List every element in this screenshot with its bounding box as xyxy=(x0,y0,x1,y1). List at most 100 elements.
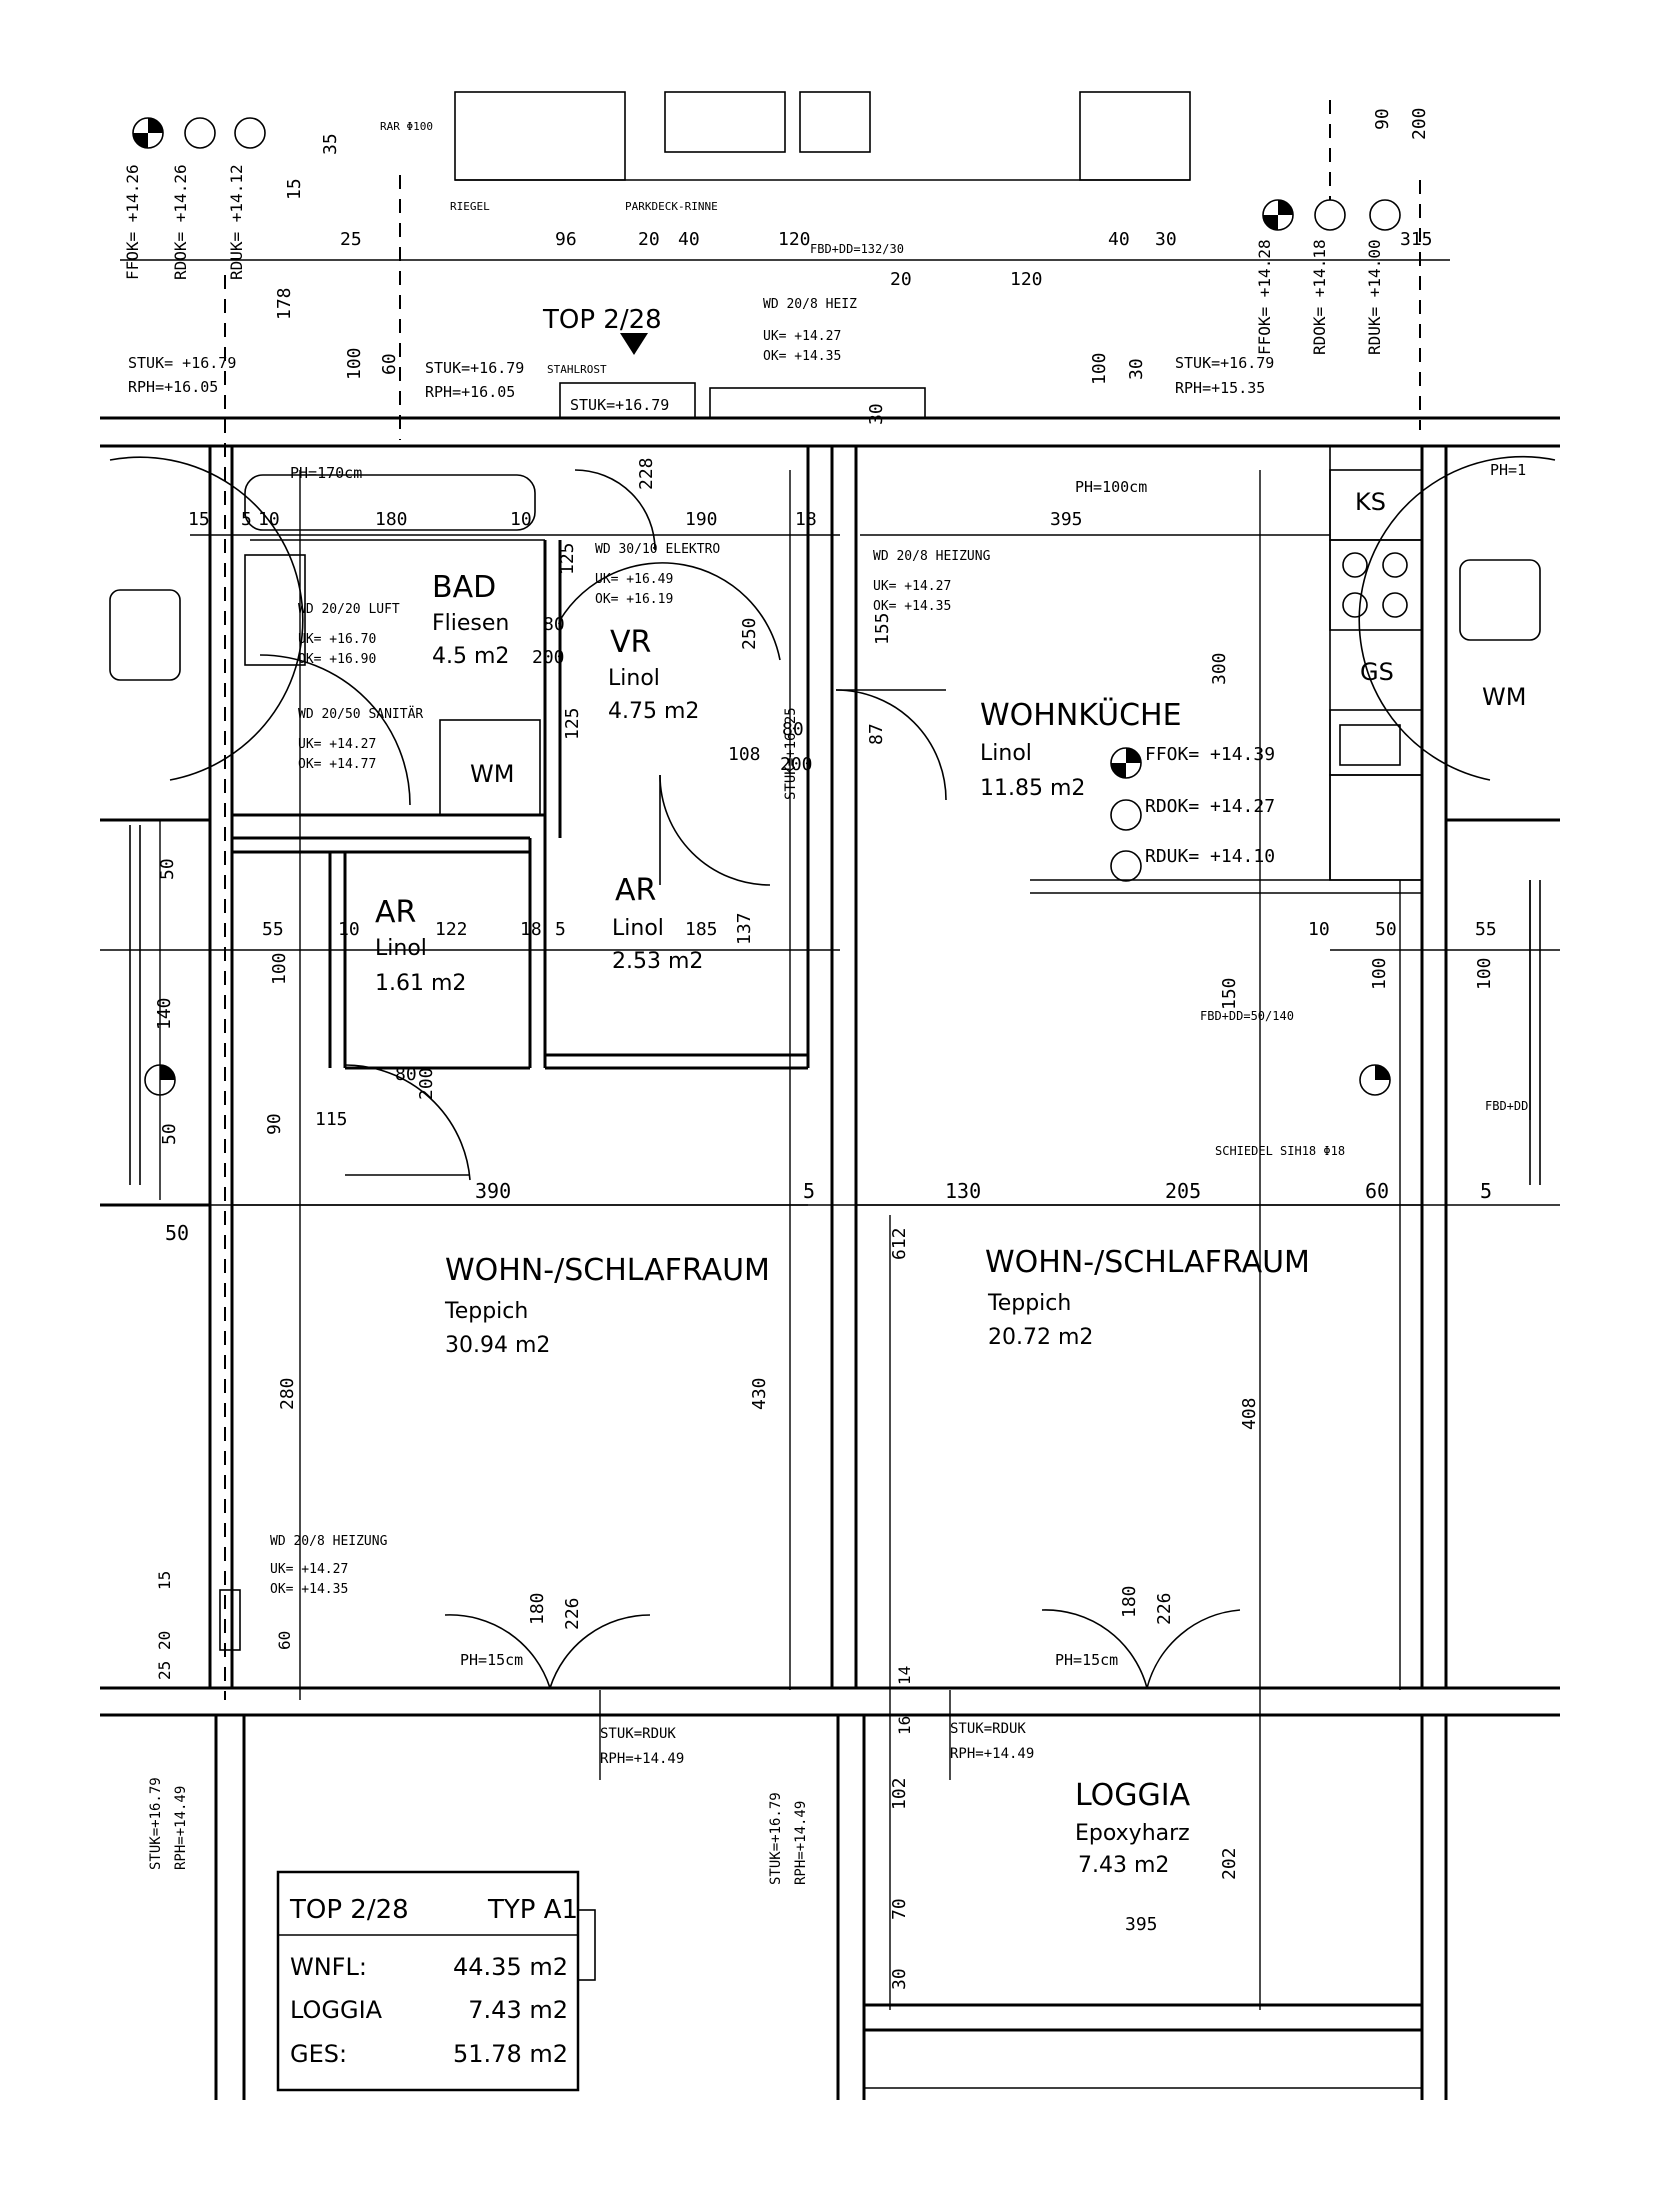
room-name-wohn1: WOHN-/SCHLAFRAUM xyxy=(445,1253,770,1288)
level-stahlrost: STAHLROST xyxy=(547,363,607,376)
note-wd-heizung-w: WD 20/8 HEIZUNG xyxy=(270,1534,388,1549)
dim: 10 xyxy=(258,509,280,530)
dim: 40 xyxy=(1108,229,1130,250)
dim: 140 xyxy=(154,997,175,1030)
level-stuk-left-v: STUK=+16.79 xyxy=(148,1777,164,1870)
dim: 185 xyxy=(685,919,718,940)
room-floor-ar1: Linol xyxy=(375,936,427,961)
room-floor-wohn2: Teppich xyxy=(987,1291,1071,1316)
room-area-wohn1: 30.94 m2 xyxy=(445,1333,550,1358)
dim: 100 xyxy=(1369,957,1390,990)
room-name-kueche: WOHNKÜCHE xyxy=(980,697,1182,733)
summary-value-3: 51.78 m2 xyxy=(453,2040,568,2068)
note-wd-elektro: WD 30/10 ELEKTRO xyxy=(595,542,720,557)
entry-marker-icon xyxy=(620,333,648,355)
room-floor-bad: Fliesen xyxy=(432,611,509,636)
room-name-loggia: LOGGIA xyxy=(1075,1778,1191,1813)
level-stuk-mid-v: STUK=+16.79 xyxy=(768,1792,784,1885)
dim: 100 xyxy=(1089,352,1110,385)
summary-label-1: WNFL: xyxy=(290,1953,367,1981)
dim: 55 xyxy=(262,919,284,940)
dim: 25 xyxy=(340,229,362,250)
dim: 226 xyxy=(562,1597,583,1630)
dim: 90 xyxy=(264,1113,285,1135)
dim: 30 xyxy=(1155,229,1177,250)
room-area-ar2: 2.53 m2 xyxy=(612,949,703,974)
level-stuk2: STUK=+16.79 xyxy=(425,359,524,377)
dim: 130 xyxy=(945,1179,981,1203)
walls xyxy=(100,91,1560,2100)
dim: 100 xyxy=(344,347,365,380)
note-wd-san-uk: UK= +14.27 xyxy=(298,737,376,752)
dim: 60 xyxy=(275,1631,294,1650)
dim: 200 xyxy=(780,754,813,775)
level-rph1: RPH=+16.05 xyxy=(128,378,218,396)
dim: 20 xyxy=(155,1631,174,1650)
note-wd-el-ok: OK= +16.19 xyxy=(595,592,673,607)
note-schiedel: SCHIEDEL SIH18 Φ18 xyxy=(1215,1144,1345,1158)
dim: 55 xyxy=(1475,919,1497,940)
dim: 50 xyxy=(1375,919,1397,940)
note-wd-heiz-top-ok: OK= +14.35 xyxy=(763,349,841,364)
dim: 14 xyxy=(895,1666,914,1685)
note-wd-hw-uk: UK= +14.27 xyxy=(270,1562,348,1577)
level-rph-1449b: RPH=+14.49 xyxy=(950,1746,1034,1762)
room-floor-ar2: Linol xyxy=(612,916,664,941)
note-wm-r: WM xyxy=(1482,683,1526,711)
note-wd-heiz-top: WD 20/8 HEIZ xyxy=(763,297,857,312)
room-floor-loggia: Epoxyharz xyxy=(1075,1821,1190,1846)
note-ph15b: PH=15cm xyxy=(1055,1651,1118,1669)
level-rph-1449a: RPH=+14.49 xyxy=(600,1751,684,1767)
note-wd-sanitaer: WD 20/50 SANITÄR xyxy=(298,706,423,722)
dim: 200 xyxy=(416,1067,437,1100)
level-rph-mid-v: RPH=+14.49 xyxy=(793,1801,809,1885)
dim: 178 xyxy=(274,287,295,320)
dimensions: 35 15 178 25 96 20 40 120 20 120 40 30 9… xyxy=(154,107,1497,1990)
dim: 20 xyxy=(890,269,912,290)
dim: 180 xyxy=(1119,1585,1140,1618)
summary-block: TOP 2/28 TYP A1 WNFL: 44.35 m2 LOGGIA 7.… xyxy=(289,1895,578,2068)
note-parkdeck: PARKDECK-RINNE xyxy=(625,200,718,213)
dim: 5 xyxy=(555,919,566,940)
dim: 5 xyxy=(1480,1179,1492,1203)
dim: 5 xyxy=(803,1179,815,1203)
dim: 280 xyxy=(277,1377,298,1410)
dim: 120 xyxy=(778,229,811,250)
dim: 10 xyxy=(1308,919,1330,940)
dim: 15 xyxy=(155,1571,174,1590)
dim: 200 xyxy=(532,647,565,668)
room-name-bad: BAD xyxy=(432,570,496,605)
dim: 408 xyxy=(1239,1397,1260,1430)
note-wd-luft: WD 20/20 LUFT xyxy=(298,602,400,617)
level-stuk4: STUK=+16.79 xyxy=(570,396,669,414)
summary-value-1: 44.35 m2 xyxy=(453,1953,568,1981)
dim: 18 xyxy=(520,919,542,940)
room-name-ar2: AR xyxy=(615,873,656,908)
note-fbd-k: FBD+DD=50/140 xyxy=(1200,1009,1294,1023)
room-floor-kueche: Linol xyxy=(980,741,1032,766)
dim: 115 xyxy=(315,1109,348,1130)
note-wd-luft-ok: OK= +16.90 xyxy=(298,652,376,667)
dim: 228 xyxy=(636,457,657,490)
summary-label-3: GES: xyxy=(290,2040,347,2068)
dim: 200 xyxy=(1409,107,1430,140)
level-stuk-rduk1: STUK=RDUK xyxy=(600,1726,676,1742)
room-area-vr: 4.75 m2 xyxy=(608,699,699,724)
note-ph-r: PH=1 xyxy=(1490,461,1526,479)
dim: 300 xyxy=(1209,652,1230,685)
level-rduk-r: RDUK= +14.00 xyxy=(1365,239,1384,355)
dim: 80 xyxy=(395,1064,417,1085)
level-rph3: RPH=+15.35 xyxy=(1175,379,1265,397)
dim: 137 xyxy=(734,912,755,945)
dim: 90 xyxy=(1372,108,1393,130)
level-ffok-r: FFOK= +14.28 xyxy=(1255,239,1274,355)
dim: 30 xyxy=(1126,358,1147,380)
dim: 16 xyxy=(895,1716,914,1735)
level-markers xyxy=(132,117,1401,1096)
bathtub xyxy=(244,474,536,531)
washing-machine-box xyxy=(439,719,541,816)
dim: 10 xyxy=(338,919,360,940)
dim: 70 xyxy=(889,1898,910,1920)
level-rdok-r: RDOK= +14.18 xyxy=(1310,239,1329,355)
